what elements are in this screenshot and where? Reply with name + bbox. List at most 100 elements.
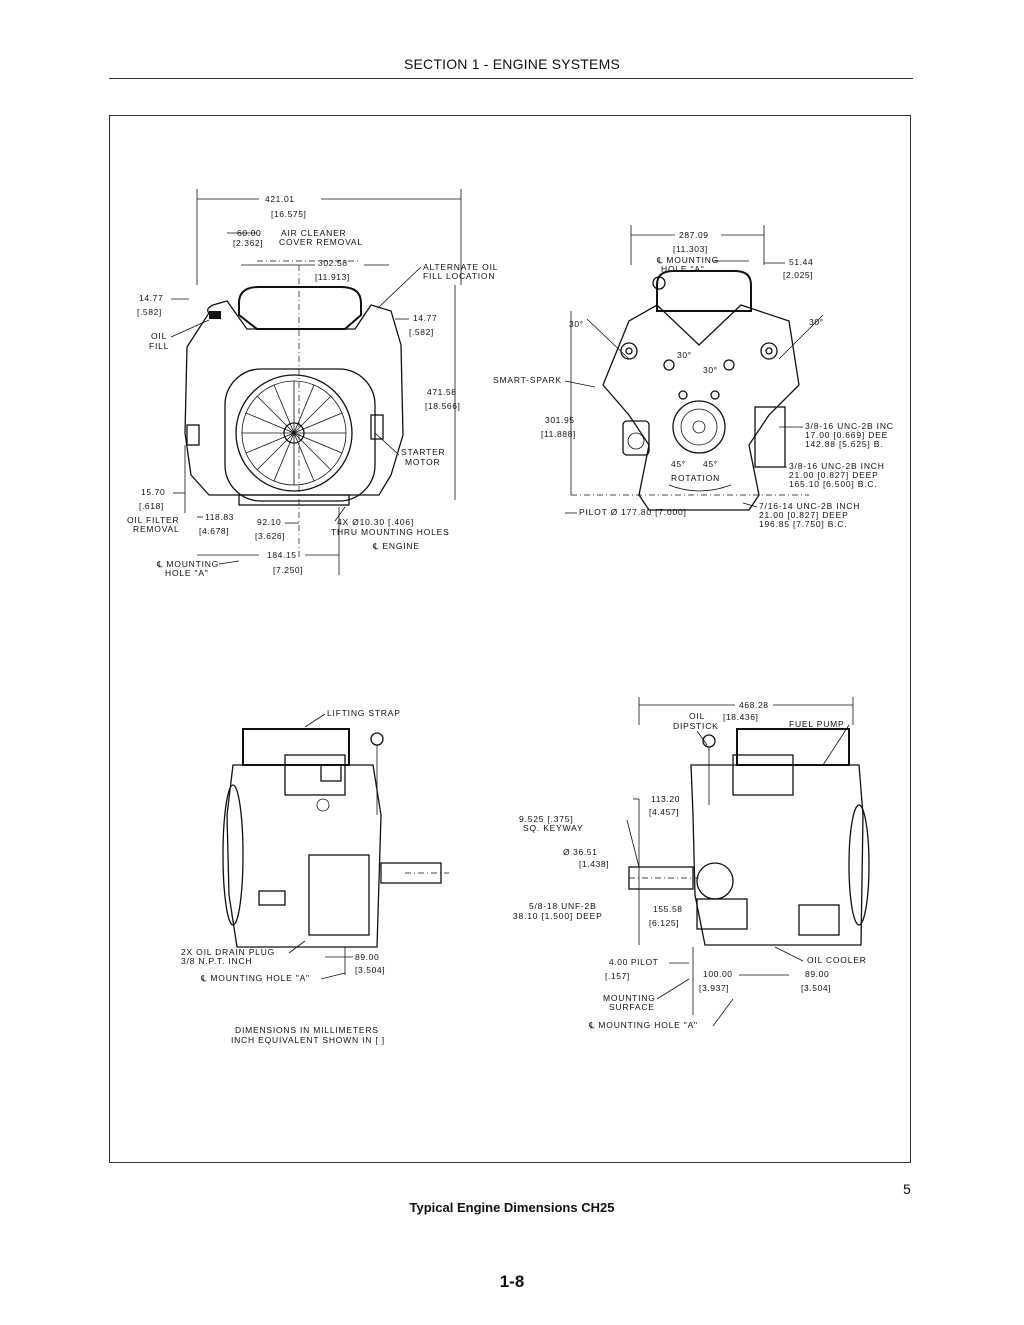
dim-28709-in: [11.303] (673, 244, 708, 254)
mount-holes-label-2: THRU MOUNTING HOLES (331, 527, 450, 537)
dim-height-in: [18.566] (425, 401, 461, 411)
dim-10000-in: [3.937] (699, 983, 729, 993)
dim-air-cleaner: 60.00 (237, 228, 261, 238)
dim-11320-in: [4.457] (649, 807, 679, 817)
alternate-oil-label-2: FILL LOCATION (423, 271, 495, 281)
oil-fill-label-2: FILL (149, 341, 169, 351)
dim-overall-width-in: [16.575] (271, 209, 307, 219)
dim-46828-in: [18.436] (723, 712, 759, 722)
angle-45-left: 45° (671, 459, 686, 469)
dim-15558-in: [6.125] (649, 918, 679, 928)
dim-30195-in: [11.888] (541, 429, 576, 439)
thread-label: 5/8-18 UNF-2B (529, 901, 597, 911)
drain-plug-label: 2X OIL DRAIN PLUG (181, 947, 275, 957)
rear-left-view: LIFTING STRAP 2X OIL DRAIN PLUG 3/8 N.P.… (181, 708, 449, 983)
shaft-diameter-in: [1.438] (579, 859, 609, 869)
rear-left-8900-in: [3.504] (355, 965, 385, 975)
bolt-pattern-3c: 196.85 [7.750] B.C. (759, 519, 847, 529)
units-note-line2: INCH EQUIVALENT SHOWN IN [ ] (231, 1035, 385, 1045)
angle-30-center-2: 30° (703, 365, 718, 375)
cl-engine-label: ℄ ENGINE (372, 541, 420, 551)
starter-label-2: MOTOR (405, 457, 440, 467)
bolt-pattern-1b: 17.00 [0.669] DEE (805, 430, 888, 440)
dim-5144: 51.44 (789, 257, 813, 267)
rear-right-mounting-hole: ℄ MOUNTING HOLE "A" (588, 1020, 698, 1030)
dim-5144-in: [2.025] (783, 270, 813, 280)
lifting-strap-label: LIFTING STRAP (327, 708, 401, 718)
dim-11883: 118.83 (205, 512, 234, 522)
dim-302: 302.58 (318, 258, 348, 268)
dim-28709: 287.09 (679, 230, 709, 240)
engine-dimension-drawing: 421.01 [16.575] 60.00 [2.362] AIR CLEANE… (127, 189, 894, 1045)
smart-spark-label: SMART-SPARK (493, 375, 562, 385)
oil-filter-label: OIL FILTER (127, 515, 179, 525)
dim-1570: 15.70 (141, 487, 165, 497)
cooling-fan-spokes (242, 381, 346, 485)
keyway-label-2: SQ. KEYWAY (523, 823, 583, 833)
oil-dipstick-label: OIL (689, 711, 705, 721)
dim-1570-in: [.618] (139, 501, 164, 511)
dim-right-1477-in: [.582] (409, 327, 434, 337)
mounting-surface-label-2: SURFACE (609, 1002, 655, 1012)
figure-frame (109, 115, 911, 1163)
fuel-pump-label: FUEL PUMP (789, 719, 845, 729)
mounting-hole-label: ℄ MOUNTING (156, 559, 219, 569)
pilot-label: PILOT Ø 177.80 [7.000] (579, 507, 687, 517)
figure-caption: Typical Engine Dimensions CH25 (409, 1200, 615, 1215)
angle-30-left: 30° (569, 319, 584, 329)
side-view: 287.09 [11.303] ℄ MOUNTING HOLE "A" 51.4… (493, 225, 894, 529)
dim-18415: 184.15 (267, 550, 297, 560)
oil-cooler-label: OIL COOLER (807, 955, 867, 965)
bolt-pattern-1c: 142.88 [5.625] B. (805, 439, 883, 449)
rear-left-mounting-hole: ℄ MOUNTING HOLE "A" (200, 973, 310, 983)
dim-11320: 113.20 (651, 794, 680, 804)
air-cleaner-label-2: COVER REMOVAL (279, 237, 363, 247)
alternate-oil-label: ALTERNATE OIL (423, 262, 498, 272)
header-rule (109, 78, 913, 79)
pilot-4mm-in: [.157] (605, 971, 630, 981)
thread-label-2: 38.10 [1.500] DEEP (513, 911, 603, 921)
front-view: 421.01 [16.575] 60.00 [2.362] AIR CLEANE… (127, 189, 498, 578)
shaft-diameter: Ø 36.51 (563, 847, 597, 857)
bolt-pattern-3b: 21.00 [0.827] DEEP (759, 510, 849, 520)
side-mounting-label-2: HOLE "A" (661, 264, 705, 274)
oil-filter-label-2: REMOVAL (133, 524, 180, 534)
dim-18415-in: [7.250] (273, 565, 303, 575)
angle-30-center-1: 30° (677, 350, 692, 360)
rear-right-8900: 89.00 (805, 969, 829, 979)
units-note-line1: DIMENSIONS IN MILLIMETERS (235, 1025, 379, 1035)
dim-15558: 155.58 (653, 904, 683, 914)
bolt-pattern-2: 3/8-16 UNC-2B INCH (789, 461, 885, 471)
keyway-label: 9.525 [.375] (519, 814, 574, 824)
bolt-pattern-1: 3/8-16 UNC-2B INC (805, 421, 894, 431)
drain-plug-label-2: 3/8 N.P.T. INCH (181, 956, 252, 966)
dim-height: 471.58 (427, 387, 457, 397)
dim-air-cleaner-in: [2.362] (233, 238, 263, 248)
side-mounting-label: ℄ MOUNTING (656, 255, 719, 265)
angle-45-right: 45° (703, 459, 718, 469)
oil-fill-label: OIL (151, 331, 167, 341)
pilot-4mm: 4.00 PILOT (609, 957, 658, 967)
rotation-label: ROTATION (671, 473, 720, 483)
mounting-surface-label: MOUNTING (603, 993, 656, 1003)
dim-11883-in: [4.678] (199, 526, 229, 536)
mount-holes-label: 4X Ø10.30 [.406] (337, 517, 414, 527)
rear-right-8900-in: [3.504] (801, 983, 831, 993)
air-cleaner-label: AIR CLEANER (281, 228, 346, 238)
mounting-hole-label-2: HOLE "A" (165, 568, 209, 578)
figure-number: 5 (903, 1181, 911, 1197)
bolt-pattern-2c: 165.10 [6.500] B.C. (789, 479, 877, 489)
dim-9210-in: [3.626] (255, 531, 285, 541)
dim-right-1477: 14.77 (413, 313, 437, 323)
dim-overall-width: 421.01 (265, 194, 295, 204)
rear-right-view: 468.28 [18.436] OIL DIPSTICK FUEL PUMP 1… (513, 697, 870, 1030)
dim-46828: 468.28 (739, 700, 769, 710)
section-header: SECTION 1 - ENGINE SYSTEMS (403, 56, 620, 72)
bolt-pattern-2b: 21.00 [0.827] DEEP (789, 470, 879, 480)
page-number: 1-8 (499, 1272, 525, 1291)
bolt-pattern-3: 7/16-14 UNC-2B INCH (759, 501, 860, 511)
dim-left-1477-in: [.582] (137, 307, 162, 317)
dim-10000: 100.00 (703, 969, 733, 979)
oil-dipstick-label-2: DIPSTICK (673, 721, 719, 731)
dim-left-1477: 14.77 (139, 293, 163, 303)
